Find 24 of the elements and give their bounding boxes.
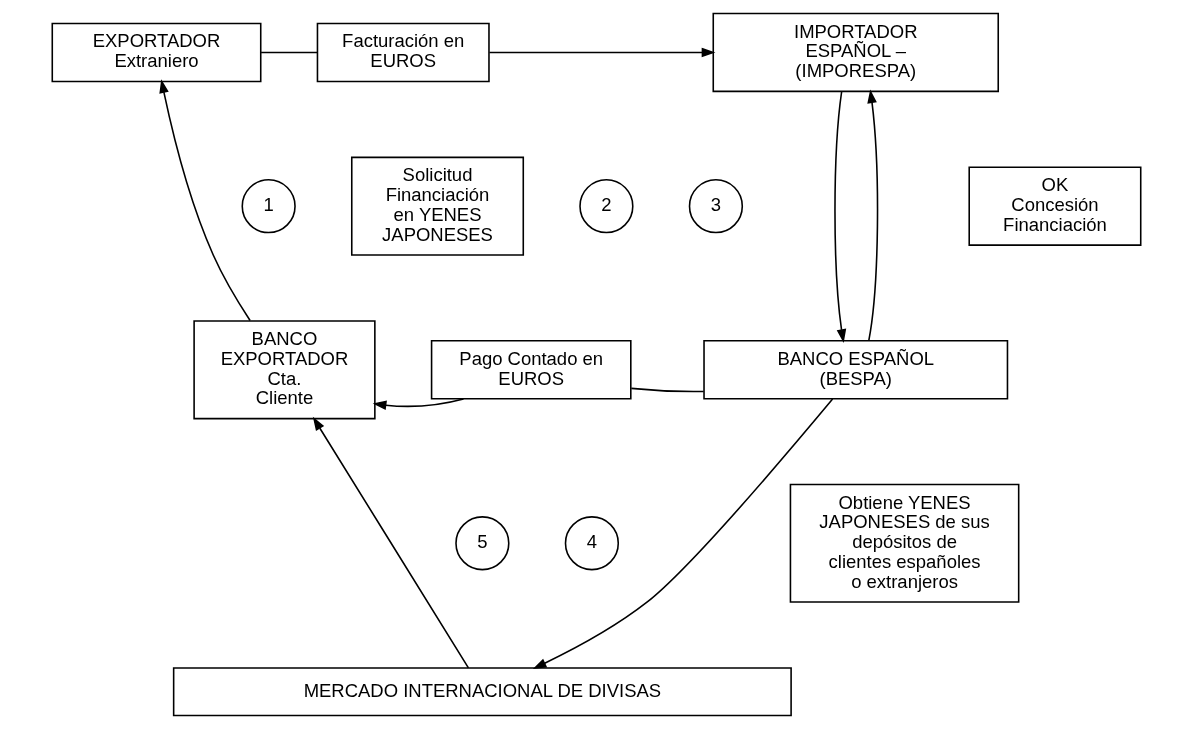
node-box: Facturación en EUROS <box>316 22 490 83</box>
arrow <box>312 416 470 669</box>
node-circle: 1 <box>241 179 296 234</box>
node-box: BANCO EXPORTADOR Cta. Cliente <box>193 320 376 420</box>
arrow <box>867 89 879 342</box>
node-circle: 5 <box>455 516 510 571</box>
arrow <box>834 90 847 343</box>
node-circle: 4 <box>564 516 620 571</box>
node-box: Solicitud Financiación en YENES JAPONESES <box>350 156 525 256</box>
arrow <box>159 79 251 322</box>
node-box: Pago Contado en EUROS <box>430 339 632 400</box>
arrow <box>372 398 465 411</box>
arrow <box>532 398 834 669</box>
node-box: Obtiene YENES JAPONESES de sus depósitos de clientes españoles o extranjeros <box>789 483 1020 603</box>
node-box: EXPORTADOR Extraniero <box>51 22 262 83</box>
node-box: IMPORTADOR ESPAÑOL – (IMPORESPA) <box>712 12 1000 93</box>
node-circle: 3 <box>688 179 744 234</box>
arrow <box>488 47 716 58</box>
node-circle: 2 <box>579 179 634 234</box>
node-box: MERCADO INTERNACIONAL DE DIVISAS <box>172 667 792 717</box>
node-box: BANCO ESPAÑOL (BESPA) <box>703 339 1009 400</box>
node-box: OK Concesión Financiación <box>968 166 1142 246</box>
connector <box>260 51 318 54</box>
connector <box>630 387 705 393</box>
